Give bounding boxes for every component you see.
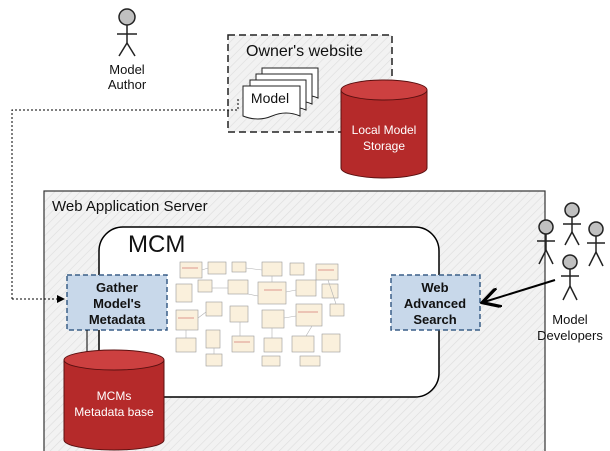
metadata-base-label-1: MCMs <box>97 389 132 403</box>
author-to-website-connector <box>11 98 239 299</box>
web-advanced-search-process: Web Advanced Search <box>390 274 481 331</box>
mcms-metadata-base-database-icon: MCMs Metadata base <box>63 349 165 451</box>
search-label-2: Advanced <box>404 296 466 311</box>
search-label-3: Search <box>413 312 456 327</box>
search-label-1: Web <box>421 280 448 295</box>
mcm-title: MCM <box>128 231 185 258</box>
model-author-person-icon <box>117 8 137 57</box>
gather-label-2: Model's <box>93 296 141 311</box>
model-developers-person-icon <box>537 202 605 301</box>
document-stack-icon: Model <box>242 67 319 120</box>
local-model-storage-database-icon: Local Model Storage <box>340 79 428 179</box>
uml-thumbnail-icon <box>175 261 345 367</box>
gather-label-3: Metadata <box>89 312 146 327</box>
model-developers-label-1: Model <box>552 312 588 327</box>
model-document-label: Model <box>251 90 289 106</box>
local-storage-label-1: Local Model <box>352 123 417 137</box>
local-storage-label-2: Storage <box>363 139 405 153</box>
developers-to-search-arrow <box>484 279 556 302</box>
model-author-label-1: Model <box>109 62 145 77</box>
web-server-title: Web Application Server <box>52 198 208 215</box>
gather-label-1: Gather <box>96 280 138 295</box>
owners-website-title: Owner's website <box>246 43 363 60</box>
model-developers-label-2: Developers <box>537 328 603 343</box>
metadata-base-label-2: Metadata base <box>74 405 154 419</box>
model-author-label-2: Author <box>108 77 147 92</box>
gather-metadata-process: Gather Model's Metadata <box>66 274 168 331</box>
